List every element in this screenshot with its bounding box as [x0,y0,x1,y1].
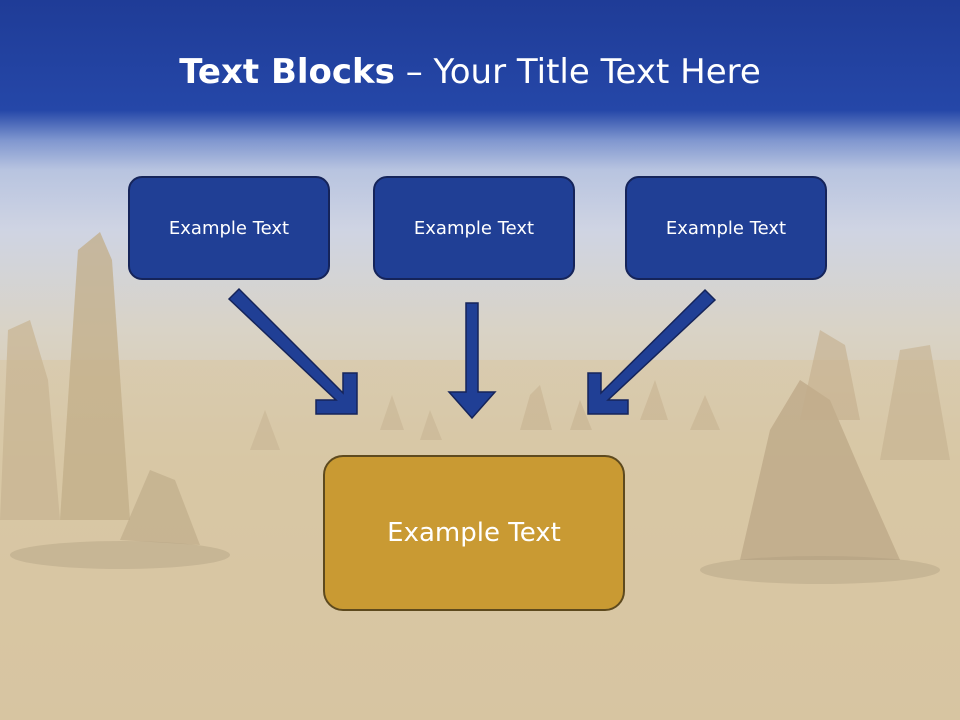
title-rest-part: – Your Title Text Here [394,52,761,92]
text-block-label: Example Text [413,217,535,239]
target-block[interactable]: Example Text [323,455,625,611]
text-block-center[interactable]: Example Text [373,176,575,280]
arrow-right [587,288,717,415]
title-bold-part: Text Blocks [179,52,395,92]
target-block-label: Example Text [387,518,561,548]
slide-title: Text Blocks – Your Title Text Here [0,52,940,92]
text-block-label: Example Text [168,217,290,239]
text-block-label: Example Text [665,217,787,239]
text-block-left[interactable]: Example Text [128,176,330,280]
text-block-right[interactable]: Example Text [625,176,827,280]
arrow-left [227,287,358,415]
arrow-center [447,302,497,420]
